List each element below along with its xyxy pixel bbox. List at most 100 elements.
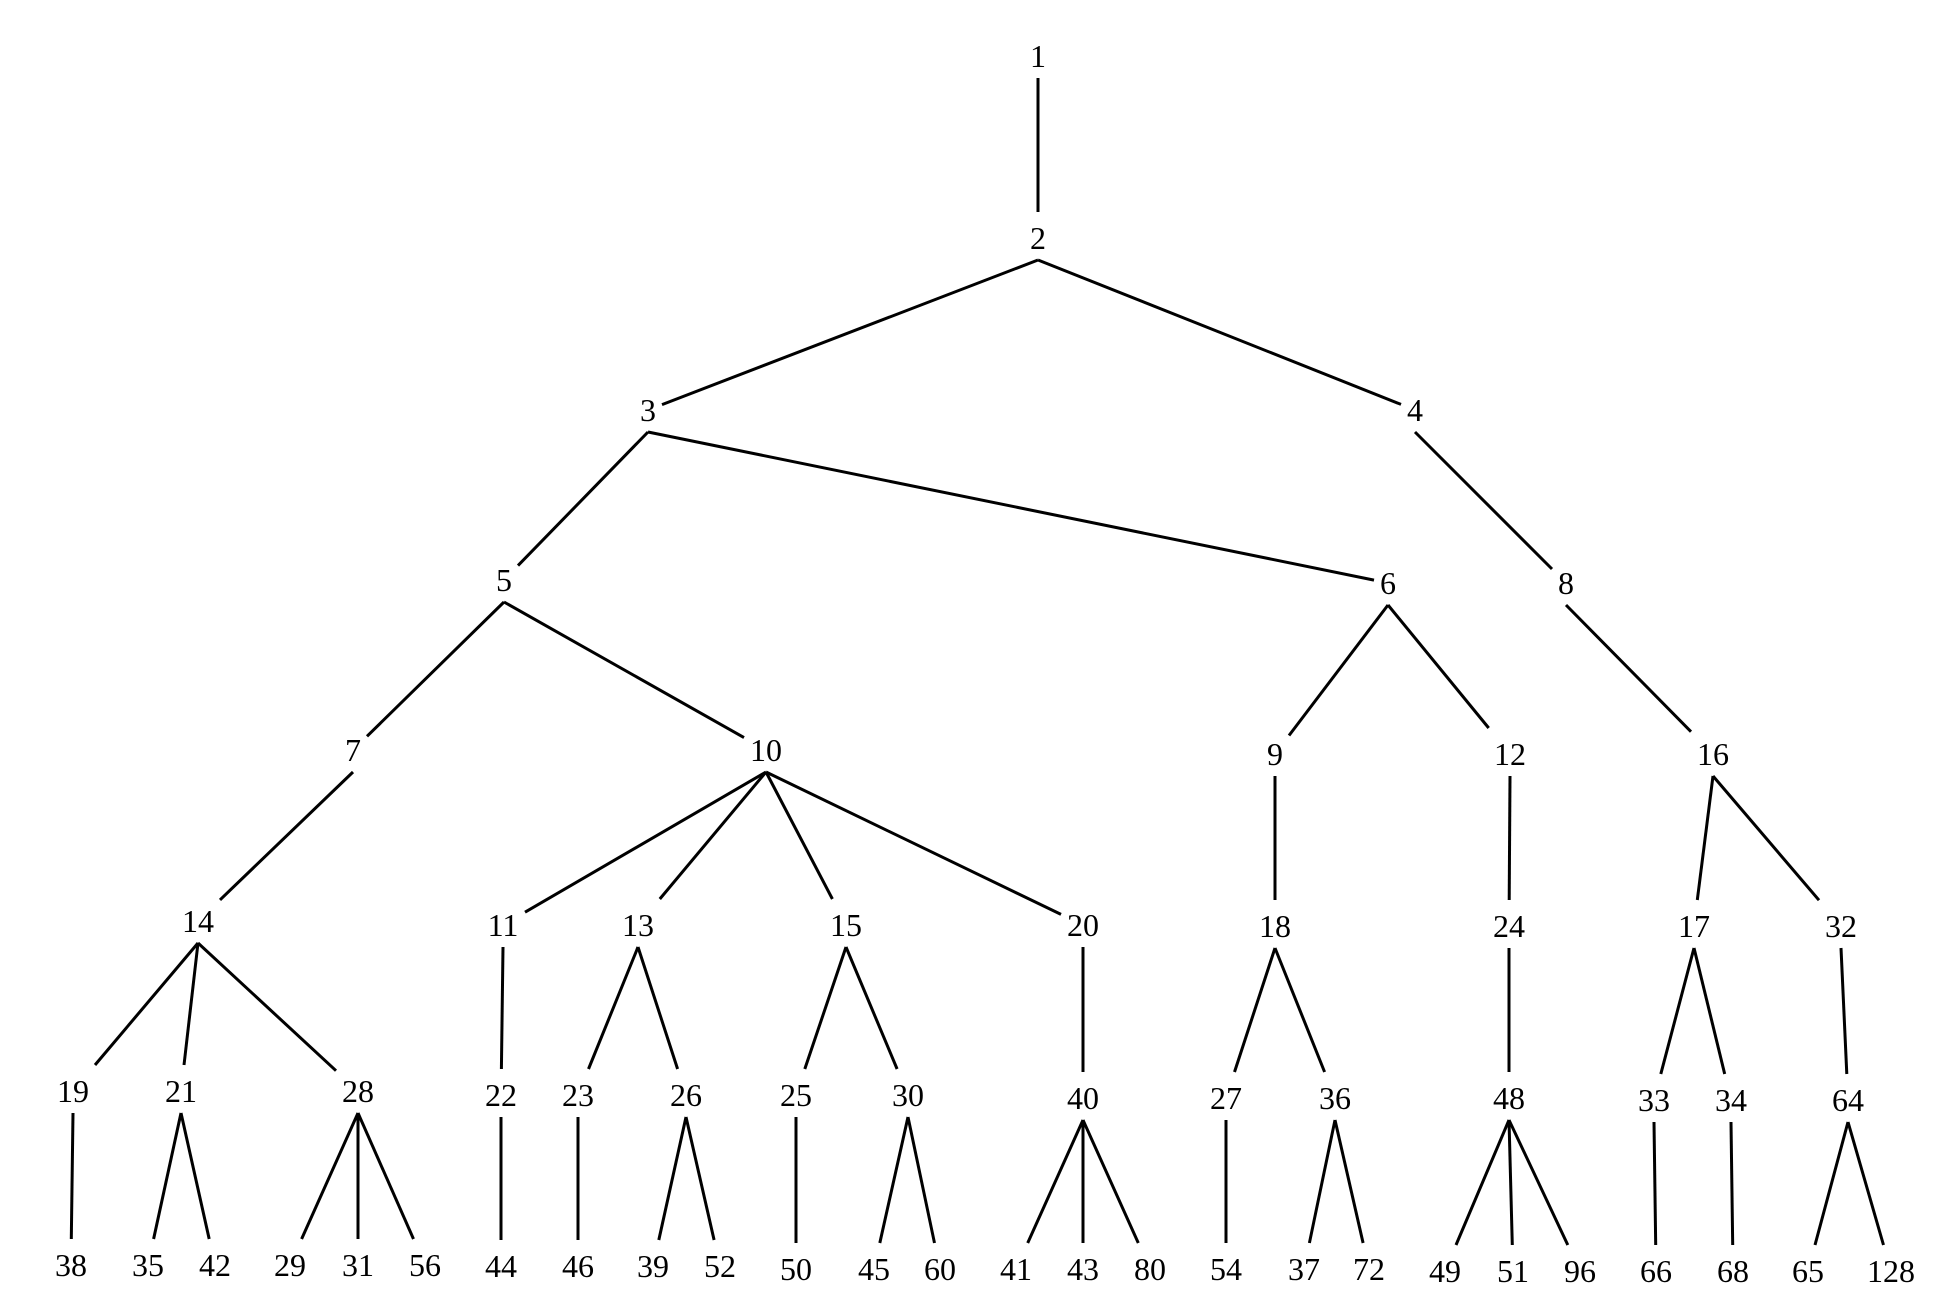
node-36: 36 bbox=[1319, 1080, 1351, 1116]
edge-28-29 bbox=[300, 1112, 360, 1240]
edge-48-96 bbox=[1507, 1119, 1570, 1246]
node-64: 64 bbox=[1832, 1082, 1864, 1118]
node-56: 56 bbox=[409, 1247, 441, 1283]
node-72: 72 bbox=[1353, 1251, 1385, 1287]
node-7: 7 bbox=[345, 732, 361, 768]
edge-48-49 bbox=[1454, 1119, 1511, 1246]
edge-14-19 bbox=[93, 942, 200, 1066]
edge-21-35 bbox=[152, 1112, 183, 1240]
edge-30-45 bbox=[878, 1116, 910, 1244]
edge-10-15 bbox=[764, 771, 834, 900]
node-43: 43 bbox=[1067, 1251, 1099, 1287]
node-11: 11 bbox=[488, 907, 519, 943]
node-51: 51 bbox=[1497, 1253, 1529, 1289]
edge-34-68 bbox=[1729, 1121, 1735, 1246]
node-44: 44 bbox=[485, 1248, 517, 1284]
edge-33-66 bbox=[1652, 1121, 1658, 1246]
node-50: 50 bbox=[780, 1251, 812, 1287]
node-5: 5 bbox=[496, 562, 512, 598]
edge-28-56 bbox=[356, 1112, 415, 1240]
node-21: 21 bbox=[165, 1073, 197, 1109]
node-49: 49 bbox=[1429, 1253, 1461, 1289]
edge-19-38 bbox=[69, 1112, 75, 1240]
edge-4-8 bbox=[1413, 430, 1554, 571]
node-3: 3 bbox=[640, 392, 656, 428]
node-60: 60 bbox=[924, 1251, 956, 1287]
node-46: 46 bbox=[562, 1248, 594, 1284]
node-42: 42 bbox=[199, 1247, 231, 1283]
node-9: 9 bbox=[1267, 736, 1283, 772]
node-4: 4 bbox=[1407, 392, 1423, 428]
node-65: 65 bbox=[1792, 1253, 1824, 1289]
edge-16-32 bbox=[1711, 775, 1821, 902]
edge-17-33 bbox=[1659, 947, 1696, 1075]
edge-18-27 bbox=[1233, 947, 1277, 1073]
edge-13-23 bbox=[587, 946, 640, 1070]
edge-12-24 bbox=[1507, 775, 1512, 901]
node-1: 1 bbox=[1030, 38, 1046, 74]
edge-40-41 bbox=[1026, 1119, 1085, 1244]
node-48: 48 bbox=[1493, 1080, 1525, 1116]
edge-6-12 bbox=[1386, 604, 1490, 729]
node-22: 22 bbox=[485, 1077, 517, 1113]
edge-18-36 bbox=[1273, 947, 1326, 1073]
node-25: 25 bbox=[780, 1077, 812, 1113]
edge-26-39 bbox=[657, 1116, 688, 1241]
node-26: 26 bbox=[670, 1077, 702, 1113]
node-18: 18 bbox=[1259, 908, 1291, 944]
node-28: 28 bbox=[342, 1073, 374, 1109]
edge-64-128 bbox=[1846, 1121, 1885, 1246]
edge-11-22 bbox=[499, 946, 505, 1070]
node-13: 13 bbox=[622, 907, 654, 943]
node-38: 38 bbox=[55, 1247, 87, 1283]
node-2: 2 bbox=[1030, 220, 1046, 256]
edge-48-51 bbox=[1507, 1119, 1514, 1246]
edge-10-13 bbox=[658, 771, 768, 900]
edge-8-16 bbox=[1564, 603, 1693, 733]
node-15: 15 bbox=[830, 907, 862, 943]
edge-32-64 bbox=[1839, 947, 1849, 1075]
edge-2-4 bbox=[1037, 258, 1402, 406]
edge-10-20 bbox=[765, 770, 1062, 916]
edge-13-26 bbox=[636, 946, 680, 1070]
node-96: 96 bbox=[1564, 1253, 1596, 1289]
node-33: 33 bbox=[1638, 1082, 1670, 1118]
node-45: 45 bbox=[858, 1251, 890, 1287]
edge-30-60 bbox=[906, 1116, 936, 1244]
node-19: 19 bbox=[57, 1073, 89, 1109]
node-80: 80 bbox=[1134, 1251, 1166, 1287]
edge-40-80 bbox=[1081, 1119, 1140, 1244]
node-52: 52 bbox=[704, 1248, 736, 1284]
edge-3-5 bbox=[516, 430, 650, 567]
node-14: 14 bbox=[182, 903, 214, 939]
edge-15-25 bbox=[803, 946, 848, 1070]
edge-14-21 bbox=[182, 942, 200, 1066]
node-39: 39 bbox=[637, 1248, 669, 1284]
edge-36-37 bbox=[1307, 1119, 1337, 1244]
node-30: 30 bbox=[892, 1077, 924, 1113]
edge-2-3 bbox=[661, 258, 1039, 407]
node-32: 32 bbox=[1825, 908, 1857, 944]
node-128: 128 bbox=[1867, 1253, 1915, 1289]
edge-17-34 bbox=[1692, 947, 1727, 1075]
edge-21-42 bbox=[179, 1112, 211, 1240]
node-35: 35 bbox=[132, 1247, 164, 1283]
node-40: 40 bbox=[1067, 1080, 1099, 1116]
node-54: 54 bbox=[1210, 1251, 1242, 1287]
edges-layer bbox=[69, 78, 1885, 1246]
node-12: 12 bbox=[1494, 736, 1526, 772]
edge-26-52 bbox=[684, 1116, 716, 1241]
node-8: 8 bbox=[1558, 565, 1574, 601]
edge-14-28 bbox=[196, 941, 338, 1072]
node-31: 31 bbox=[342, 1247, 374, 1283]
edge-64-65 bbox=[1813, 1121, 1850, 1246]
node-27: 27 bbox=[1210, 1080, 1242, 1116]
node-6: 6 bbox=[1380, 565, 1396, 601]
edge-15-30 bbox=[844, 946, 899, 1070]
edge-36-72 bbox=[1333, 1119, 1365, 1244]
node-41: 41 bbox=[1000, 1251, 1032, 1287]
node-20: 20 bbox=[1067, 907, 1099, 943]
node-66: 66 bbox=[1640, 1253, 1672, 1289]
